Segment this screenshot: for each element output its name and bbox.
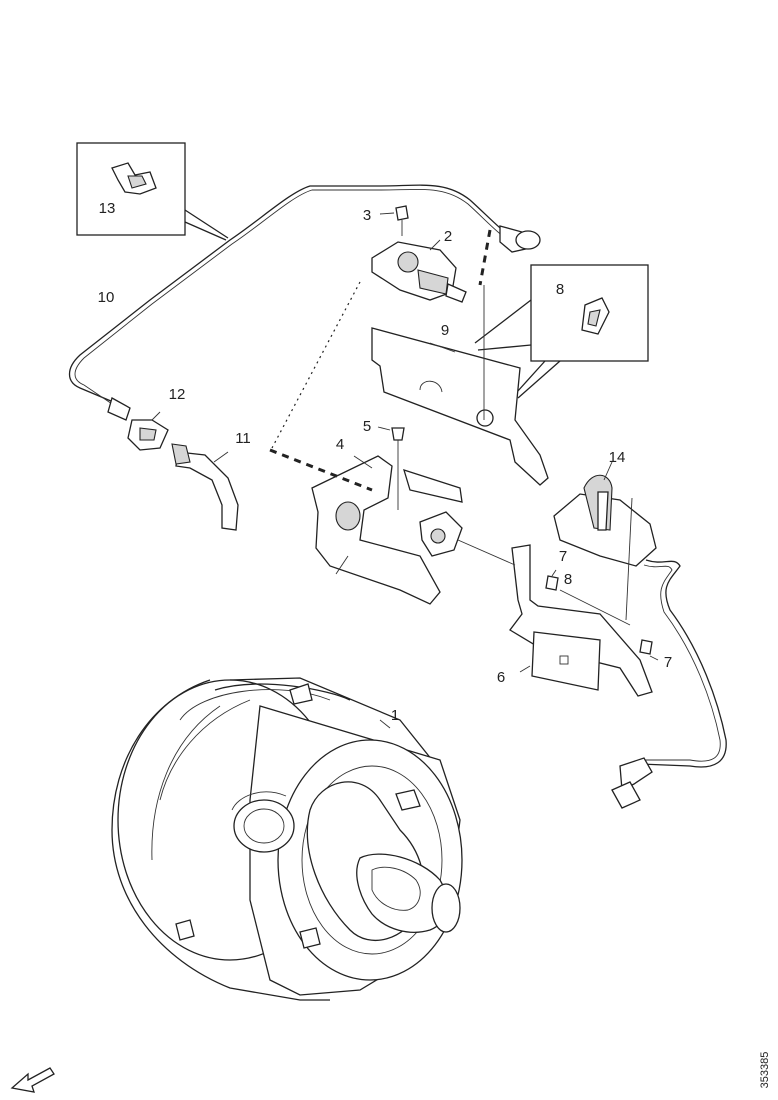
bracket-4	[311, 455, 463, 605]
callout-2: 2	[444, 228, 452, 245]
screw-7b	[639, 639, 659, 661]
callout-6: 6	[497, 669, 505, 686]
clip-part-13	[111, 162, 157, 195]
sensor-2	[371, 239, 467, 303]
callout-14: 14	[609, 449, 626, 466]
wire-harness-10	[68, 184, 541, 421]
callout-9: 9	[441, 322, 449, 339]
bracket-6	[457, 539, 653, 697]
callout-13: 13	[99, 200, 116, 217]
reference-number: 353385	[759, 1052, 771, 1089]
callout-10: 10	[98, 289, 115, 306]
detail-box-8	[474, 264, 649, 399]
callout-4: 4	[336, 436, 344, 453]
orientation-arrow-icon	[10, 1067, 55, 1093]
screw-5	[377, 426, 405, 510]
sensor-assembly-14	[553, 461, 657, 621]
sensor-wire-14	[611, 559, 727, 809]
callout-12: 12	[169, 386, 186, 403]
hose-11	[171, 443, 239, 531]
callout-7a: 7	[559, 548, 567, 565]
main-unit-1	[111, 677, 463, 1001]
callout-5: 5	[363, 418, 371, 435]
callout-8a: 8	[564, 571, 572, 588]
clip-part-8	[581, 297, 610, 335]
callout-8b: 8	[556, 281, 564, 298]
connector-12	[127, 411, 169, 451]
detail-box-13	[76, 142, 229, 241]
bracket-plate-9	[371, 285, 549, 486]
sensor-tip-10	[499, 225, 541, 253]
screw-3	[379, 205, 409, 236]
callout-3: 3	[363, 207, 371, 224]
callout-11: 11	[235, 430, 251, 447]
screw-7a	[545, 569, 559, 591]
callout-1: 1	[391, 707, 399, 724]
callout-7b: 7	[664, 654, 672, 671]
